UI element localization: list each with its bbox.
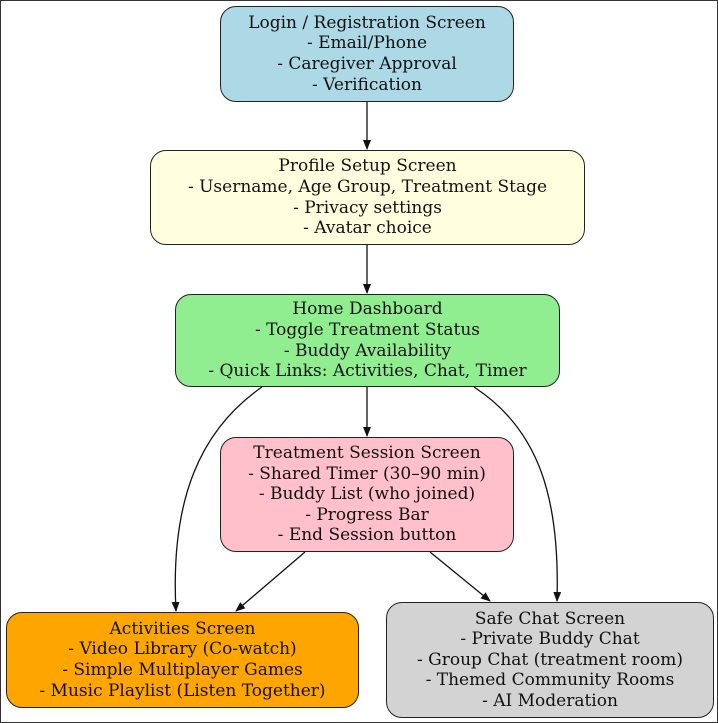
edge-session-to-chat	[429, 551, 491, 602]
node-title: Activities Screen	[109, 618, 256, 639]
node-item: - Verification	[312, 74, 422, 95]
node-activities-screen: Activities Screen - Video Library (Co-wa…	[6, 612, 359, 708]
edge-home-to-activity	[171, 386, 263, 612]
node-title: Login / Registration Screen	[248, 12, 486, 33]
node-item: - Quick Links: Activities, Chat, Timer	[208, 361, 527, 382]
node-title: Safe Chat Screen	[474, 608, 626, 629]
node-profile-setup-screen: Profile Setup Screen - Username, Age Gro…	[150, 150, 585, 245]
node-login-registration-screen: Login / Registration Screen - Email/Phon…	[220, 6, 514, 102]
edge-home-to-chat	[473, 386, 562, 602]
node-item: - Avatar choice	[303, 218, 432, 239]
node-item: - Private Buddy Chat	[460, 629, 640, 650]
node-item: - Simple Multiplayer Games	[62, 660, 303, 680]
node-item: - Progress Bar	[305, 504, 429, 525]
node-item: - Video Library (Co-watch)	[68, 639, 297, 660]
node-item: - Music Playlist (Listen Together)	[39, 680, 326, 701]
edge-session-to-activity	[235, 551, 306, 612]
node-item: - Privacy settings	[293, 197, 442, 218]
node-title: Treatment Session Screen	[253, 443, 481, 464]
node-item: - Caregiver Approval	[277, 54, 457, 74]
node-item: - AI Moderation	[482, 690, 618, 711]
node-item: - Buddy List (who joined)	[258, 484, 476, 505]
node-title: Home Dashboard	[292, 299, 443, 320]
node-item: - Email/Phone	[306, 33, 428, 54]
node-item: - End Session button	[277, 525, 457, 546]
node-item: - Username, Age Group, Treatment Stage	[187, 176, 548, 197]
node-item: - Buddy Availability	[283, 340, 452, 361]
node-home-dashboard: Home Dashboard - Toggle Treatment Status…	[175, 294, 560, 387]
node-title: Profile Setup Screen	[278, 156, 457, 177]
node-item: - Themed Community Rooms	[425, 670, 675, 691]
node-safe-chat-screen: Safe Chat Screen - Private Buddy Chat - …	[386, 602, 714, 718]
node-item: - Toggle Treatment Status	[254, 319, 481, 340]
node-item: - Group Chat (treatment room)	[417, 649, 683, 670]
node-item: - Shared Timer (30–90 min)	[248, 463, 486, 484]
node-treatment-session-screen: Treatment Session Screen - Shared Timer …	[220, 437, 514, 552]
